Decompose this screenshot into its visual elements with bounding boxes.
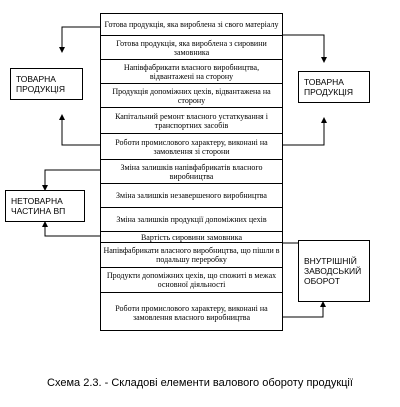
element-5: Капітальний ремонт власного устаткування… [101, 108, 282, 134]
right-bottom-box: ВНУТРІШНІЙ ЗАВОДСЬКИЙ ОБОРОТ [298, 240, 370, 302]
element-3: Напівфабрикати власного виробництва, від… [101, 60, 282, 84]
element-6: Роботи промислового характеру, виконані … [101, 134, 282, 160]
diagram-caption: Схема 2.3. - Складові елементи валового … [47, 377, 353, 389]
right-bottom-bracket-bottom [283, 301, 326, 318]
element-1: Готова продукція, яка вироблена зі свого… [101, 14, 282, 36]
right-top-bracket [283, 34, 327, 63]
left-top-box: ТОВАРНА ПРОДУКЦІЯ [10, 68, 83, 100]
left-mid-box: НЕТОВАРНА ЧАСТИНА ВП [5, 190, 85, 222]
element-12: Продукти допоміжних цехів, що спожиті в … [101, 268, 282, 293]
right-top-box: ТОВАРНА ПРОДУКЦІЯ [298, 71, 370, 103]
element-11: Напівфабрикати власного виробництва, що … [101, 243, 282, 268]
left-top-bracket-bottom [59, 114, 100, 146]
left-top-bracket [59, 26, 100, 53]
element-9: Зміна залишків продукції допоміжних цехі… [101, 208, 282, 232]
element-4: Продукція допоміжних цехів, відвантажена… [101, 84, 282, 108]
element-13: Роботи промислового характеру, виконані … [115, 303, 268, 322]
element-7: Зміна залишків напівфабрикатів власного … [101, 160, 282, 184]
left-mid-bracket [42, 169, 100, 191]
element-10: Вартість сировини замовника [101, 232, 282, 243]
element-2: Готова продукція, яка вироблена з сирови… [101, 36, 282, 60]
left-mid-bracket-bottom [42, 221, 100, 237]
element-8: Зміна залишків незавершеного виробництва [101, 184, 282, 208]
right-top-bracket-bottom [283, 117, 327, 146]
elements-column: Готова продукція, яка вироблена зі свого… [100, 13, 283, 331]
